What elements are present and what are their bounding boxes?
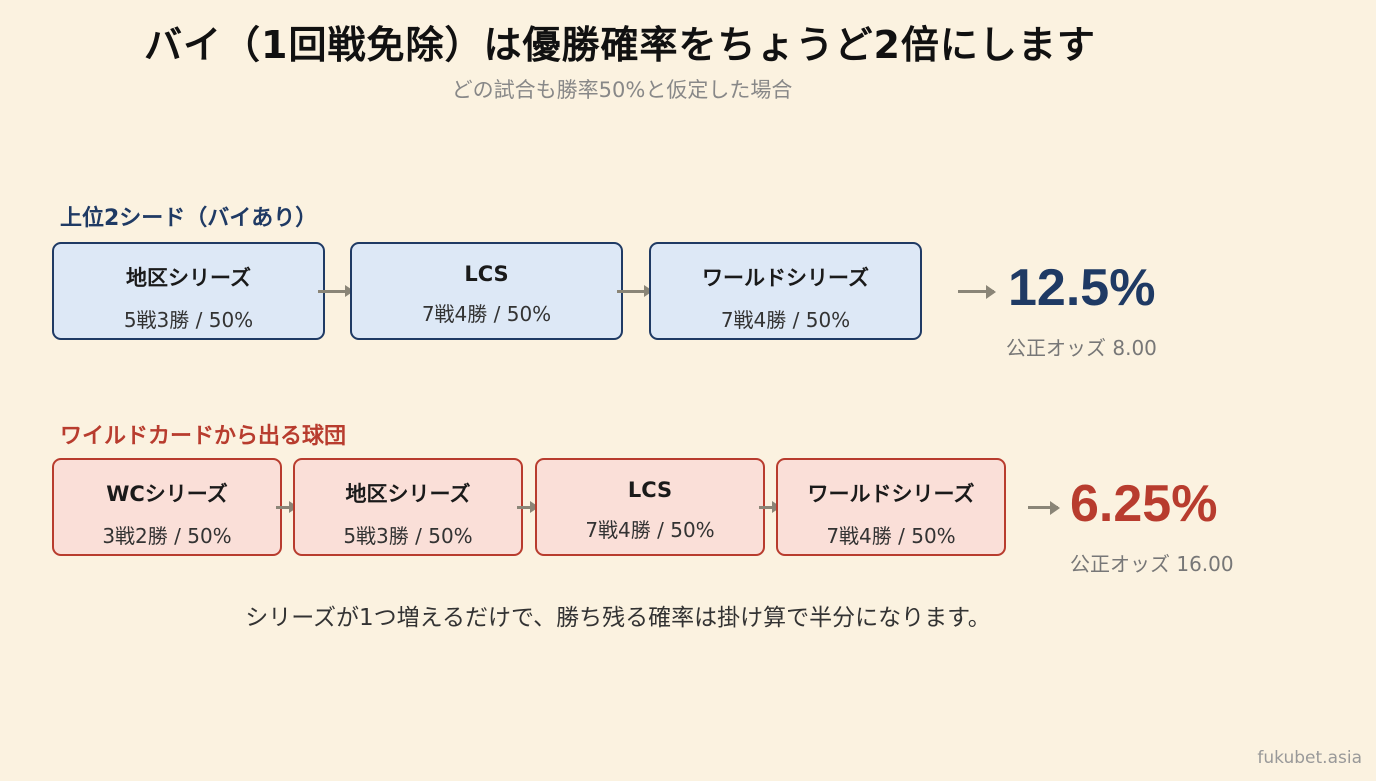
footer-site: fukubet.asia	[1257, 748, 1362, 768]
stage-name: LCS	[464, 262, 509, 286]
bottom-stage-division-series: 地区シリーズ 5戦3勝 / 50%	[293, 458, 523, 556]
stage-name: ワールドシリーズ	[807, 482, 975, 506]
bottom-result-arrow	[1028, 500, 1060, 515]
stage-detail: 5戦3勝 / 50%	[123, 308, 254, 332]
stage-detail: 7戦4勝 / 50%	[720, 308, 851, 332]
stage-detail: 3戦2勝 / 50%	[102, 524, 232, 548]
bottom-stage-world-series: ワールドシリーズ 7戦4勝 / 50%	[776, 458, 1006, 556]
stage-detail: 7戦4勝 / 50%	[421, 302, 552, 326]
bottom-stage-wc-series: WCシリーズ 3戦2勝 / 50%	[52, 458, 282, 556]
bottom-result-probability: 6.25%	[1070, 475, 1218, 533]
bottom-fair-odds: 公正オッズ 16.00	[1070, 552, 1234, 576]
bottom-path-label: ワイルドカードから出る球団	[60, 424, 347, 449]
stage-name: ワールドシリーズ	[702, 266, 869, 290]
top-stage-division-series: 地区シリーズ 5戦3勝 / 50%	[52, 242, 325, 340]
stage-name: 地区シリーズ	[126, 266, 251, 290]
top-fair-odds: 公正オッズ 8.00	[1006, 336, 1157, 360]
stage-name: WCシリーズ	[106, 482, 228, 506]
page-title: バイ（1回戦免除）は優勝確率をちょうど2倍にします	[144, 23, 1096, 67]
explanation-note: シリーズが1つ増えるだけで、勝ち残る確率は掛け算で半分になります。	[245, 605, 991, 631]
top-arrow-2	[617, 285, 653, 297]
stage-detail: 7戦4勝 / 50%	[585, 518, 715, 542]
top-path-label: 上位2シード（バイあり）	[60, 206, 318, 231]
stage-name: 地区シリーズ	[345, 482, 471, 506]
top-stage-world-series: ワールドシリーズ 7戦4勝 / 50%	[649, 242, 922, 340]
top-stage-lcs: LCS 7戦4勝 / 50%	[350, 242, 623, 340]
top-result-arrow	[958, 284, 996, 299]
page-subtitle: どの試合も勝率50%と仮定した場合	[451, 78, 793, 102]
stage-detail: 5戦3勝 / 50%	[343, 524, 473, 548]
bottom-stage-lcs: LCS 7戦4勝 / 50%	[535, 458, 765, 556]
top-arrow-1	[318, 285, 354, 297]
top-result-probability: 12.5%	[1008, 259, 1156, 317]
bottom-arrow-2	[517, 501, 539, 513]
stage-name: LCS	[627, 478, 673, 502]
stage-detail: 7戦4勝 / 50%	[826, 524, 956, 548]
